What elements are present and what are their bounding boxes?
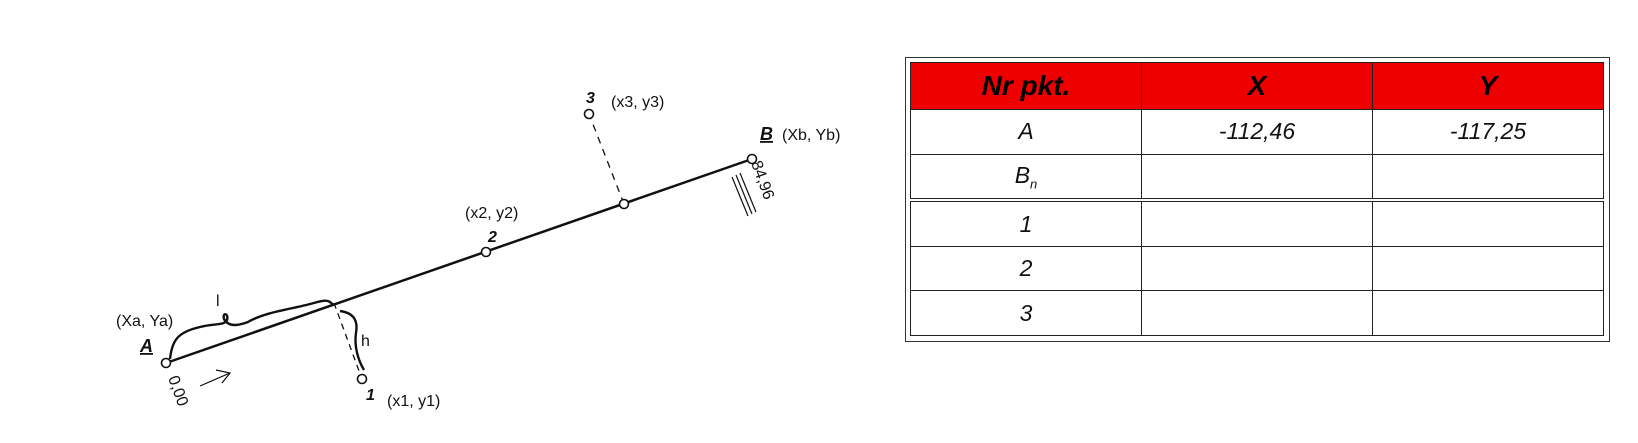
distance-mark-2 [735,174,753,215]
cell-y [1372,153,1604,203]
baseline-ab [165,157,753,365]
cell-x [1141,245,1373,292]
cell-point: 1 [910,199,1142,247]
coords-b: (Xb, Yb) [782,127,840,144]
direction-arrow-head [215,369,232,384]
cell-point: 3 [910,290,1142,336]
number-1: 1 [366,387,375,404]
table-row: Bn [910,153,1604,203]
cell-x [1141,153,1373,203]
table-row: 1 [910,199,1604,247]
chainage-a: 0,00 [164,374,191,409]
label-h: h [361,333,370,350]
coordinate-table-frame: Nr pkt. X Y A -112,46 -117,25 Bn 1 [905,57,1610,342]
cell-x: -112,46 [1141,109,1373,155]
table-row: A -112,46 -117,25 [910,109,1604,155]
marker-foot-3 [618,198,630,210]
cell-point-subscript: n [1030,176,1038,192]
direction-arrow [199,372,231,387]
header-y: Y [1372,62,1604,110]
marker-3 [583,108,595,120]
cell-y [1372,245,1604,292]
cell-y [1372,199,1604,247]
number-2: 2 [487,229,497,246]
cell-point: Bn [910,153,1142,203]
distance-b: 84,96 [747,159,777,203]
coords-a: (Xa, Ya) [116,313,173,330]
offset-line-1 [333,302,363,380]
survey-diagram: (Xa, Ya) A 0,00 l h 1 (x1, y1) (x2, y2) … [116,90,840,410]
letter-a: A [139,336,153,356]
marker-2 [480,246,492,258]
coords-3: (x3, y3) [611,94,664,111]
marker-b [746,153,758,165]
marker-a [160,357,172,369]
curve-l [168,299,334,360]
number-3: 3 [586,90,595,107]
marker-1 [356,373,368,385]
cell-y: -117,25 [1372,109,1604,155]
cell-point: A [910,109,1142,155]
table-row: 3 [910,290,1604,336]
distance-mark-3 [739,172,757,213]
table-header-row: Nr pkt. X Y [910,62,1604,110]
coords-2: (x2, y2) [465,205,518,222]
cell-point: 2 [910,245,1142,292]
label-l: l [216,293,220,310]
header-point: Nr pkt. [910,62,1142,110]
curve-h [339,309,366,371]
cell-x [1141,290,1373,336]
distance-mark-1 [731,176,749,217]
cell-y [1372,290,1604,336]
coords-1: (x1, y1) [387,393,440,410]
cell-point-letter: B [1014,161,1031,188]
cell-x [1141,199,1373,247]
offset-line-3 [588,113,625,205]
header-x: X [1141,62,1373,110]
table-row: 2 [910,245,1604,292]
coordinate-table: Nr pkt. X Y A -112,46 -117,25 Bn 1 [910,62,1604,336]
letter-b: B [760,124,773,144]
